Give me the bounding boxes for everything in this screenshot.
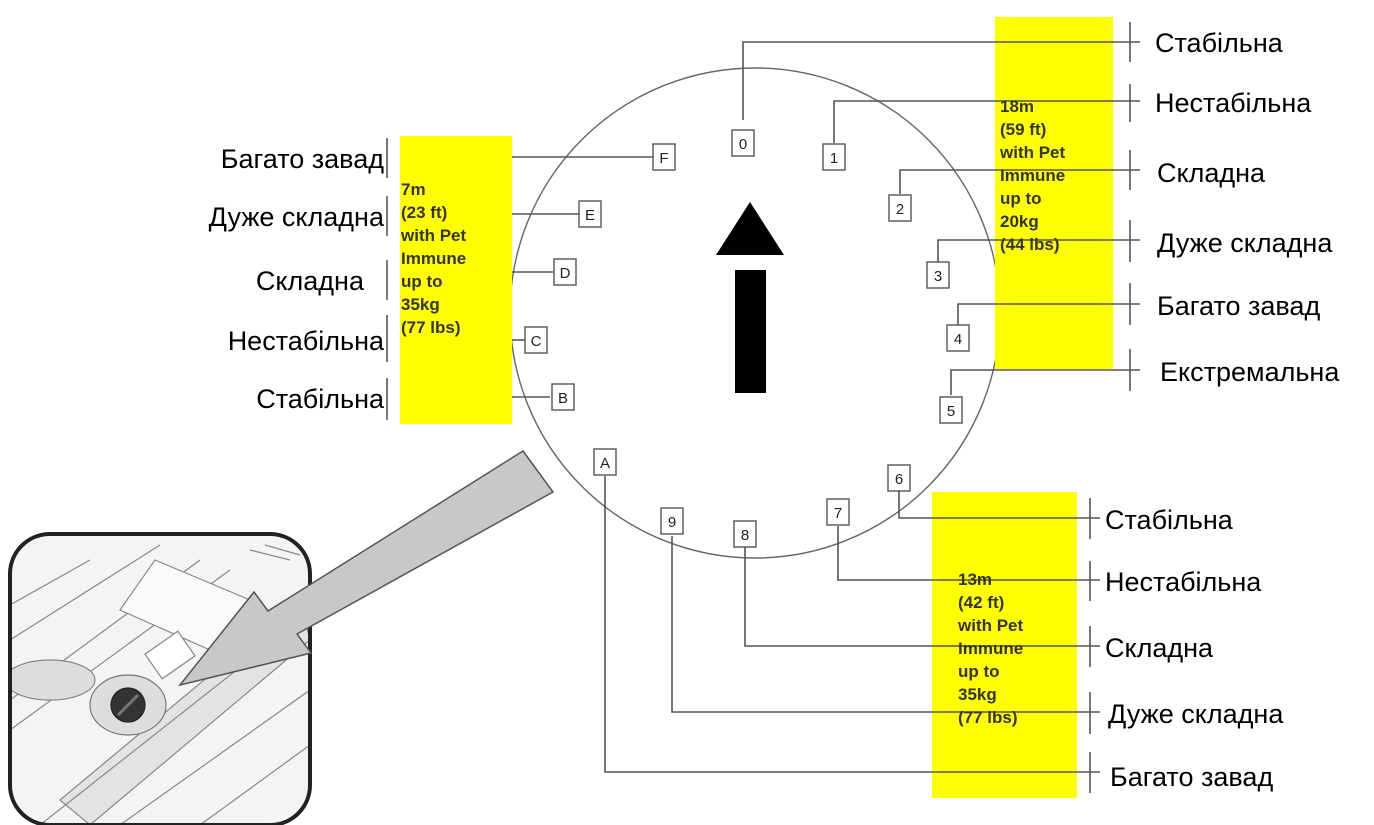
dial-position-label: 9 (668, 514, 676, 531)
dial-position-label: 1 (830, 150, 838, 167)
label-top-right-difficult: Складна (1157, 158, 1266, 188)
dial-position-3: 3 (927, 262, 949, 288)
dial-position-e: E (579, 201, 601, 227)
dial-position-9: 9 (661, 508, 683, 534)
label-top-right-stable: Стабільна (1155, 28, 1284, 58)
label-top-right-extreme: Екстремальна (1160, 357, 1340, 387)
rotary-switch-photo (5, 534, 310, 825)
dial-position-label: F (659, 150, 668, 167)
dial-position-label: 0 (739, 136, 747, 153)
dial-position-a: A (594, 449, 616, 475)
dial-position-b: B (552, 384, 574, 410)
up-arrow-icon (716, 202, 784, 393)
dial-position-label: A (600, 455, 610, 472)
dial-position-f: F (653, 144, 675, 170)
dial-position-5: 5 (940, 397, 962, 423)
dial-position-c: C (525, 327, 547, 353)
dial-position-7: 7 (827, 499, 849, 525)
dial-position-label: D (560, 265, 571, 282)
dial-position-label: 2 (896, 201, 904, 218)
dial-position-label: E (585, 207, 595, 224)
dial-position-label: 8 (741, 527, 749, 544)
dial-position-1: 1 (823, 144, 845, 170)
dial-position-label: 7 (834, 505, 842, 522)
label-bottom-right-stable: Стабільна (1105, 505, 1234, 535)
label-bottom-right-difficult: Складна (1105, 633, 1214, 663)
label-left-much-interference: Багато завад (221, 144, 384, 174)
dial-position-8: 8 (734, 521, 756, 547)
dial-position-label: 4 (954, 331, 962, 348)
label-left-very-difficult: Дуже складна (209, 202, 385, 232)
dial-position-0: 0 (732, 130, 754, 156)
label-left-difficult: Складна (256, 266, 365, 296)
dial-position-d: D (554, 259, 576, 285)
dial-position-label: 3 (934, 268, 942, 285)
label-top-right-very-difficult: Дуже складна (1157, 228, 1333, 258)
dial-position-label: B (558, 390, 568, 407)
label-bottom-right-very-difficult: Дуже складна (1108, 699, 1284, 729)
dial-position-label: 5 (947, 403, 955, 420)
left-wires (512, 157, 658, 397)
dial-position-label: C (531, 333, 542, 350)
label-top-right-unstable: Нестабільна (1155, 88, 1312, 118)
dial-position-label: 6 (895, 471, 903, 488)
dial-position-6: 6 (888, 465, 910, 491)
dial-position-4: 4 (947, 325, 969, 351)
label-bottom-right-much-interference: Багато завад (1110, 762, 1273, 792)
label-top-right-much-interference: Багато завад (1157, 291, 1320, 321)
label-left-unstable: Нестабільна (228, 326, 385, 356)
label-bottom-right-unstable: Нестабільна (1105, 567, 1262, 597)
dial-position-2: 2 (889, 195, 911, 221)
label-left-stable: Стабільна (256, 384, 385, 414)
